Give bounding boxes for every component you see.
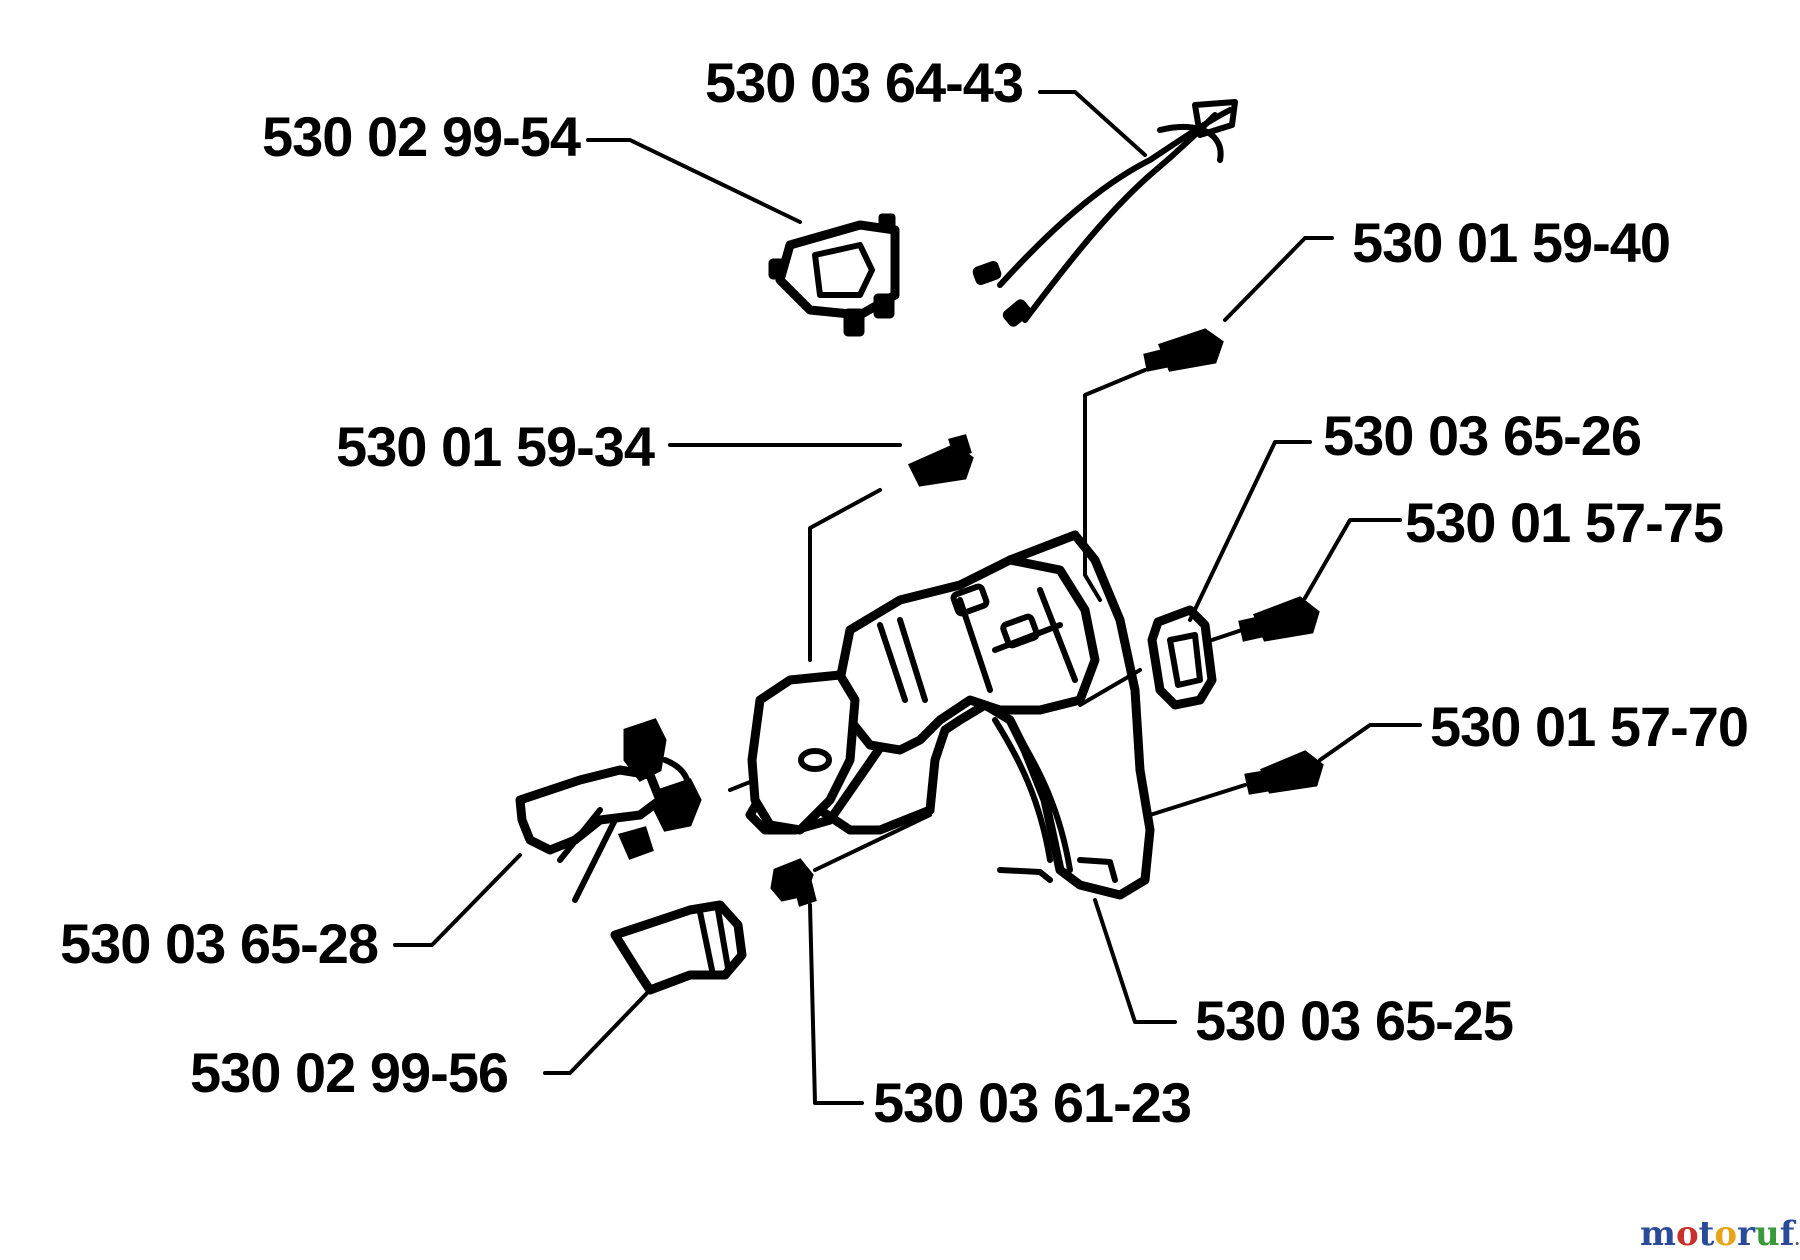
throttle-cover-drawing bbox=[747, 670, 860, 835]
screw-left-drawing bbox=[907, 434, 974, 487]
part-label-530-03-65-25: 530 03 65-25 bbox=[1195, 989, 1513, 1052]
leader-p11 bbox=[808, 903, 864, 1105]
watermark-letter: u bbox=[1755, 1214, 1780, 1254]
watermark-suffix: .de bbox=[1794, 1230, 1800, 1249]
trigger-drawing bbox=[515, 718, 702, 903]
screw-top-drawing bbox=[1143, 328, 1224, 372]
leader-p5b bbox=[1078, 668, 1142, 707]
leader-p4b bbox=[808, 488, 882, 662]
leader-p8b bbox=[728, 778, 757, 792]
clip-drawing bbox=[770, 858, 817, 907]
leader-p7b bbox=[1148, 783, 1247, 817]
part-label-530-01-59-40: 530 01 59-40 bbox=[1352, 211, 1670, 274]
leader-p3b bbox=[1083, 368, 1147, 602]
screw-right-lower-drawing bbox=[1244, 750, 1324, 795]
leader-p6 bbox=[1303, 518, 1402, 600]
leader-lines bbox=[393, 90, 1422, 1105]
part-labels: 530 03 64-43 530 02 99-54 530 01 59-40 5… bbox=[60, 51, 1749, 1134]
switch-drawing bbox=[768, 213, 900, 337]
leader-p7 bbox=[1318, 723, 1422, 762]
wire-harness-drawing bbox=[972, 99, 1238, 327]
part-label-530-01-57-75: 530 01 57-75 bbox=[1405, 491, 1723, 554]
spacer-drawing bbox=[1147, 605, 1217, 710]
svg-text:motoruf.de: motoruf.de bbox=[1640, 1214, 1800, 1254]
grip-boot-drawing bbox=[610, 900, 747, 995]
part-label-530-03-65-26: 530 03 65-26 bbox=[1323, 404, 1641, 467]
part-label-530-02-99-54: 530 02 99-54 bbox=[262, 105, 581, 168]
watermark-letter: o bbox=[1676, 1214, 1699, 1254]
motoruf-watermark-logo: motoruf.de bbox=[1640, 1214, 1800, 1254]
leader-p1 bbox=[1038, 90, 1147, 157]
leader-p11b bbox=[813, 813, 932, 872]
leader-p6b bbox=[1210, 628, 1244, 642]
part-label-530-01-59-34: 530 01 59-34 bbox=[336, 415, 655, 478]
housing-drawing bbox=[745, 530, 1155, 900]
screw-right-upper-drawing bbox=[1238, 596, 1320, 642]
watermark-letter: r bbox=[1737, 1214, 1756, 1254]
watermark-letter: f bbox=[1780, 1214, 1797, 1254]
watermark-letter: m bbox=[1640, 1214, 1676, 1254]
leader-p9 bbox=[1093, 898, 1177, 1024]
part-label-530-01-57-70: 530 01 57-70 bbox=[1430, 695, 1748, 758]
part-label-530-02-99-56: 530 02 99-56 bbox=[190, 1041, 508, 1104]
part-label-530-03-65-28: 530 03 65-28 bbox=[60, 912, 378, 975]
leader-p8 bbox=[393, 853, 522, 947]
watermark-letter: t bbox=[1699, 1214, 1715, 1254]
watermark-letter: o bbox=[1714, 1214, 1737, 1254]
leader-p2 bbox=[586, 138, 802, 224]
part-label-530-03-61-23: 530 03 61-23 bbox=[873, 1071, 1191, 1134]
leader-p5 bbox=[1188, 440, 1312, 622]
leader-p10 bbox=[543, 988, 652, 1075]
leader-p3 bbox=[1223, 236, 1334, 322]
part-label-530-03-64-43: 530 03 64-43 bbox=[705, 51, 1023, 114]
